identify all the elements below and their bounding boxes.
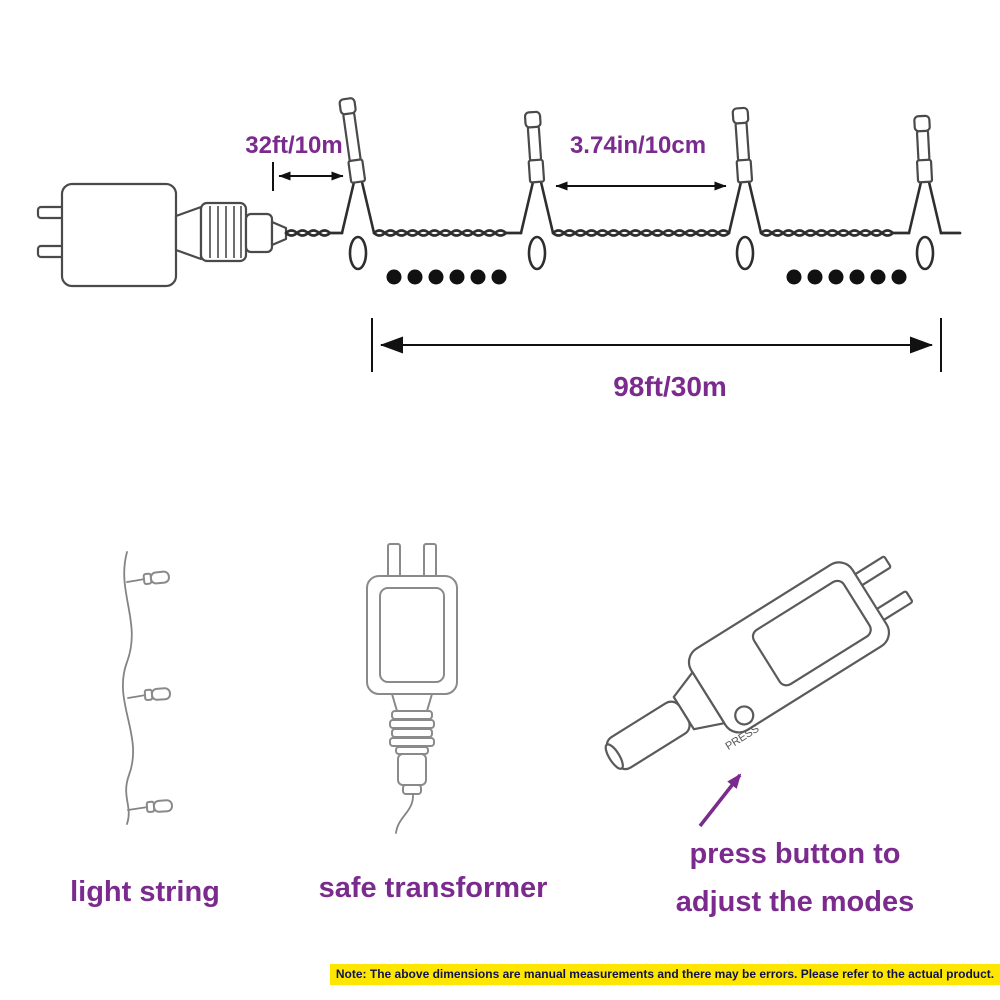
press-caption-line1: press button to bbox=[689, 838, 901, 870]
lead-length-dimension: 32ft/10m bbox=[245, 132, 344, 191]
wire-loop bbox=[915, 235, 935, 271]
bulb-spacing-dimension: 3.74in/10cm bbox=[555, 132, 727, 191]
mode-adapter-neck bbox=[672, 671, 726, 731]
mini-bulb-icon bbox=[145, 799, 173, 813]
bulb-collar bbox=[347, 158, 367, 184]
dot bbox=[491, 269, 507, 285]
transformer-rib bbox=[395, 746, 429, 755]
branch-wire bbox=[127, 694, 147, 699]
mode-adapter-illustration: PRESS bbox=[604, 555, 914, 828]
bulb-body bbox=[342, 109, 362, 165]
connector-barrel bbox=[244, 212, 274, 254]
total-length-dimension: 98ft/30m bbox=[371, 318, 942, 402]
threaded-connector bbox=[199, 201, 248, 263]
transformer-rib bbox=[391, 710, 433, 720]
branch-wire bbox=[126, 578, 146, 583]
bulb-collar bbox=[915, 158, 934, 184]
dot bbox=[870, 269, 886, 285]
transformer-wire bbox=[395, 793, 414, 834]
bulb-icon bbox=[338, 97, 367, 184]
bulb-body bbox=[734, 118, 751, 165]
dot bbox=[470, 269, 486, 285]
transformer-tip bbox=[402, 784, 422, 795]
string-light-diagram: 32ft/10m 3.74in/10cm 98ft/30m bbox=[36, 97, 962, 402]
mini-bulb-body bbox=[149, 570, 170, 585]
transformer-neck bbox=[391, 693, 433, 712]
bulb-cap bbox=[523, 110, 542, 129]
dot bbox=[891, 269, 907, 285]
bulb-collar bbox=[735, 158, 754, 184]
mini-bulb-body bbox=[150, 687, 171, 701]
wire-loop bbox=[348, 235, 368, 271]
light-string-label: light string bbox=[70, 876, 220, 908]
dot bbox=[849, 269, 865, 285]
bulb-stem-wire bbox=[519, 180, 555, 235]
bulb-collar bbox=[527, 158, 546, 184]
branch-wire bbox=[127, 806, 149, 811]
wire-loop bbox=[735, 235, 755, 271]
transformer-prong bbox=[423, 543, 437, 579]
press-arrow-icon bbox=[698, 773, 742, 828]
transformer-panel bbox=[379, 587, 445, 683]
bulb-icon bbox=[523, 110, 546, 184]
wire-strand-b bbox=[284, 229, 962, 237]
transformer-rib bbox=[391, 728, 433, 738]
bulb-spacing-label: 3.74in/10cm bbox=[570, 132, 706, 159]
bulbs-layer bbox=[338, 97, 943, 271]
dot bbox=[428, 269, 444, 285]
mini-bulb-body bbox=[152, 799, 173, 813]
note-text: Note: The above dimensions are manual me… bbox=[335, 967, 995, 981]
transformer-rib bbox=[389, 719, 435, 729]
bulb-body bbox=[526, 122, 543, 165]
dot bbox=[386, 269, 402, 285]
continuation-dots bbox=[386, 269, 907, 285]
light-string-illustration bbox=[122, 551, 173, 825]
threaded-ridges bbox=[209, 206, 242, 258]
dot bbox=[786, 269, 802, 285]
component-figures: PRESS bbox=[122, 543, 914, 834]
wire-loop bbox=[527, 235, 547, 271]
lead-length-label: 32ft/10m bbox=[245, 132, 342, 159]
bulb-icon bbox=[913, 114, 934, 184]
mode-adapter-barrel-end bbox=[604, 743, 624, 770]
adapter-neck bbox=[174, 205, 203, 261]
connector-tip bbox=[270, 220, 288, 247]
mode-adapter-panel bbox=[751, 579, 872, 687]
transformer-rib bbox=[389, 737, 435, 747]
press-caption-line2: adjust the modes bbox=[675, 886, 915, 918]
transformer-barrel bbox=[397, 753, 427, 786]
dot bbox=[407, 269, 423, 285]
bulb-cap bbox=[338, 97, 357, 116]
bulb-stem-wire bbox=[727, 180, 763, 235]
dot bbox=[449, 269, 465, 285]
power-adapter-illustration bbox=[36, 182, 288, 288]
bulb-icon bbox=[731, 106, 754, 184]
dot bbox=[828, 269, 844, 285]
bulb-stem-wire bbox=[907, 180, 943, 235]
note-bar: Note: The above dimensions are manual me… bbox=[330, 964, 1000, 985]
bulb-cap bbox=[913, 114, 931, 133]
adapter-body bbox=[60, 182, 178, 288]
mode-button[interactable] bbox=[732, 703, 757, 728]
mini-bulb-icon bbox=[142, 570, 170, 585]
bulb-cap bbox=[731, 106, 750, 125]
transformer-prong bbox=[387, 543, 401, 579]
dot bbox=[807, 269, 823, 285]
bulb-stem-wire bbox=[340, 180, 376, 235]
transformer-label: safe transformer bbox=[318, 872, 548, 904]
string-wire bbox=[122, 551, 134, 825]
mini-bulb-icon bbox=[143, 687, 171, 701]
bulb-body bbox=[915, 126, 931, 165]
transformer-illustration bbox=[366, 543, 458, 834]
total-length-label: 98ft/30m bbox=[613, 371, 727, 402]
